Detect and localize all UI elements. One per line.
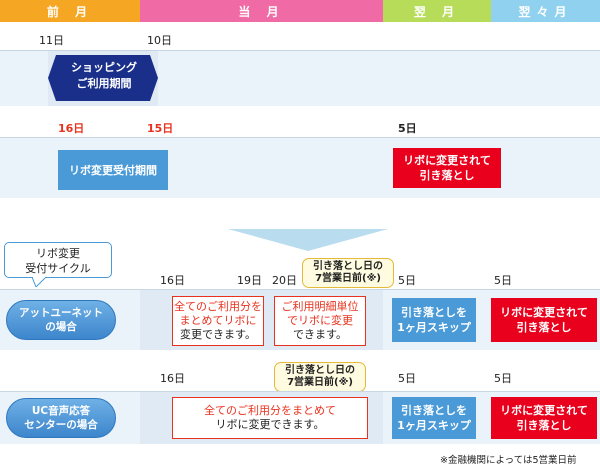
uc-callout-line1: 引き落とし日の bbox=[285, 365, 355, 376]
shopping-period-arrow bbox=[48, 55, 158, 101]
atunet-debit-box: リボに変更されて 引き落とし bbox=[491, 298, 597, 342]
cycle-label-pointer-icon bbox=[32, 277, 46, 287]
atunet-skip-line1: 引き落としを bbox=[401, 306, 467, 319]
uc-divider bbox=[0, 391, 600, 392]
atunet-day-19: 19日 bbox=[237, 274, 262, 287]
atunet-box-per-statement: ご利用明細単位 でリボに変更 できます。 bbox=[274, 296, 366, 346]
atunet-skip-line2: 1ヶ月スキップ bbox=[397, 321, 471, 334]
header-month-after-next: 翌々月 bbox=[491, 0, 600, 22]
cycle-label: リボ変更 受付サイクル bbox=[4, 242, 112, 278]
atunet-box1-line3: 変更できます。 bbox=[180, 328, 256, 341]
atunet-callout-line1: 引き落とし日の bbox=[313, 261, 383, 272]
shopping-label-line1: ショッピング bbox=[71, 61, 137, 74]
atunet-day-5b: 5日 bbox=[494, 274, 512, 287]
revo-divider bbox=[0, 137, 600, 138]
uc-label-line1: UC音声応答 bbox=[31, 405, 91, 417]
atunet-box1-line1: 全てのご利用分を bbox=[174, 300, 262, 313]
revo-acceptance-period: リボ変更受付期間 bbox=[58, 150, 168, 190]
atunet-box-all-usage: 全てのご利用分を まとめてリボに 変更できます。 bbox=[172, 296, 264, 346]
uc-debit-line1: リボに変更されて bbox=[500, 404, 588, 417]
uc-label: UC音声応答 センターの場合 bbox=[6, 398, 116, 438]
revo-debit-day: 5日 bbox=[398, 122, 417, 135]
header-this-month: 当 月 bbox=[140, 0, 383, 22]
atunet-callout-line2: 7営業日前(※) bbox=[315, 273, 381, 284]
atunet-box2-line1: ご利用明細単位 bbox=[281, 300, 359, 313]
shopping-end-day: 10日 bbox=[147, 34, 172, 47]
shopping-label-line2: ご利用期間 bbox=[76, 77, 132, 90]
uc-debit-box: リボに変更されて 引き落とし bbox=[491, 397, 597, 439]
shopping-period-label: ショッピング ご利用期間 bbox=[56, 60, 152, 96]
uc-skip-line2: 1ヶ月スキップ bbox=[397, 419, 471, 432]
uc-box-line1: 全てのご利用分をまとめて bbox=[204, 404, 336, 417]
revo-start-day: 16日 bbox=[58, 122, 85, 135]
revo-debit-line2: 引き落とし bbox=[419, 169, 475, 182]
atunet-debit-line1: リボに変更されて bbox=[500, 306, 588, 319]
uc-skip-line1: 引き落としを bbox=[401, 404, 467, 417]
uc-box-line2: リボに変更できます。 bbox=[215, 418, 325, 431]
atunet-day-20: 20日 bbox=[272, 274, 297, 287]
atunet-callout: 引き落とし日の 7営業日前(※) bbox=[302, 258, 394, 288]
cycle-label-line1: リボ変更 bbox=[36, 247, 80, 260]
atunet-box2-line3: できます。 bbox=[293, 328, 347, 341]
atunet-debit-line2: 引き落とし bbox=[516, 321, 572, 334]
uc-label-line2: センターの場合 bbox=[24, 419, 98, 431]
atunet-label-line2: の場合 bbox=[45, 321, 77, 333]
shopping-start-day: 11日 bbox=[39, 34, 64, 47]
uc-day-5a: 5日 bbox=[398, 372, 416, 385]
uc-callout: 引き落とし日の 7営業日前(※) bbox=[274, 362, 366, 392]
atunet-label: アットユーネット の場合 bbox=[6, 300, 116, 340]
header-next-month: 翌 月 bbox=[383, 0, 491, 22]
atunet-divider bbox=[0, 289, 600, 290]
uc-day-16: 16日 bbox=[160, 372, 185, 385]
atunet-label-line1: アットユーネット bbox=[19, 307, 103, 319]
uc-skip-box: 引き落としを 1ヶ月スキップ bbox=[392, 397, 476, 439]
atunet-box1-line2: まとめてリボに bbox=[179, 314, 257, 327]
revo-debit-box: リボに変更されて 引き落とし bbox=[393, 148, 501, 188]
revo-end-day: 15日 bbox=[147, 122, 174, 135]
down-arrow-icon bbox=[228, 229, 388, 251]
uc-day-5b: 5日 bbox=[494, 372, 512, 385]
shopping-divider bbox=[0, 50, 600, 51]
header-prev-month: 前 月 bbox=[0, 0, 140, 22]
cycle-label-line2: 受付サイクル bbox=[25, 262, 91, 275]
footnote: ※金融機関によっては5営業日前 bbox=[440, 455, 577, 466]
atunet-day-16: 16日 bbox=[160, 274, 185, 287]
uc-box-all-usage: 全てのご利用分をまとめて リボに変更できます。 bbox=[172, 397, 368, 439]
atunet-box2-line2: でリボに変更 bbox=[287, 314, 353, 327]
atunet-skip-box: 引き落としを 1ヶ月スキップ bbox=[392, 298, 476, 342]
atunet-day-5a: 5日 bbox=[398, 274, 416, 287]
uc-debit-line2: 引き落とし bbox=[516, 419, 572, 432]
revo-debit-line1: リボに変更されて bbox=[403, 154, 491, 167]
uc-callout-line2: 7営業日前(※) bbox=[287, 377, 353, 388]
